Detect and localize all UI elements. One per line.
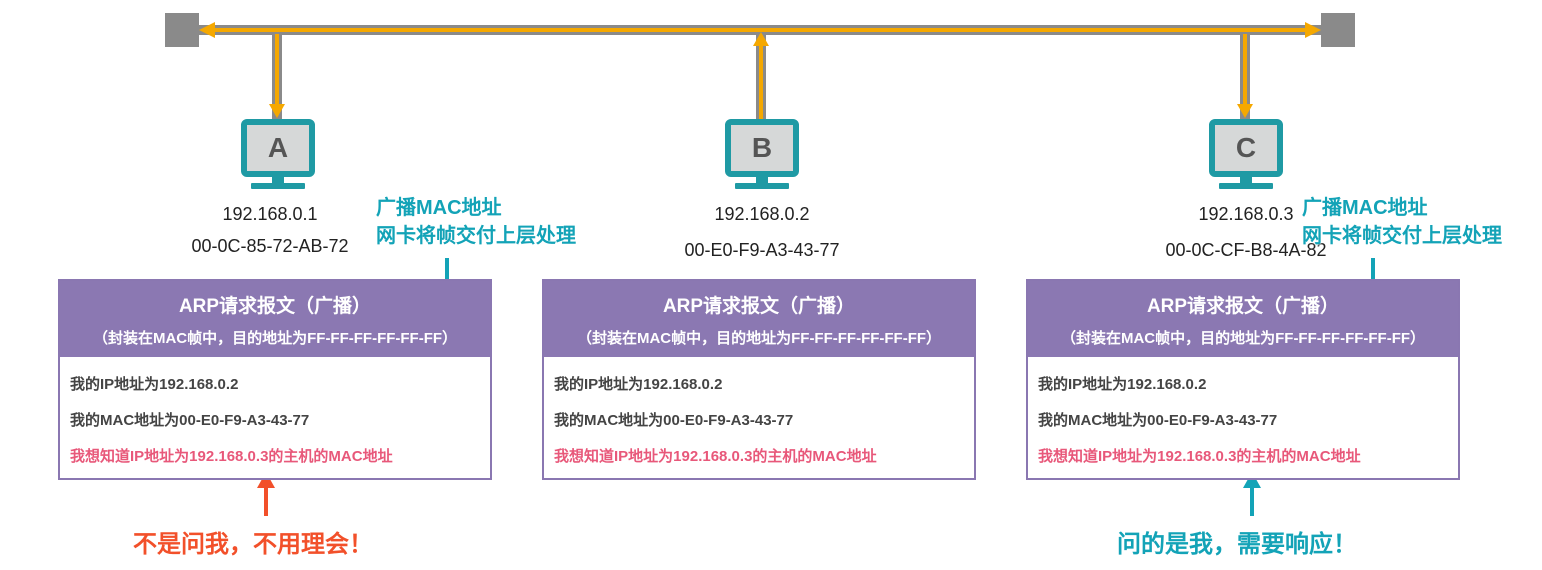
arp-packet-header: ARP请求报文（广播） （封装在MAC帧中，目的地址为FF-FF-FF-FF-F… (60, 281, 490, 357)
arp-packet-subtitle: （封装在MAC帧中，目的地址为FF-FF-FF-FF-FF-FF） (1060, 330, 1426, 347)
monitor-neck (1240, 177, 1252, 183)
monitor-base (1219, 183, 1273, 189)
arp-sender-ip: 我的IP地址为192.168.0.2 (554, 376, 723, 393)
host-a-ip: 192.168.0.1 (222, 204, 318, 224)
arp-request-packet-b: ARP请求报文（广播） （封装在MAC帧中，目的地址为FF-FF-FF-FF-F… (542, 279, 976, 480)
respond-arrow-head (1243, 472, 1261, 488)
host-c-letter: C (1235, 132, 1257, 163)
arp-sender-mac: 我的MAC地址为00-E0-F9-A3-43-77 (70, 412, 310, 429)
host-c-ip: 192.168.0.3 (1198, 204, 1294, 224)
arp-packet-title: ARP请求报文（广播） (662, 296, 856, 317)
monitor-icon (241, 119, 315, 177)
signal-arrow-right (1305, 22, 1321, 38)
callout-line-2: 网卡将帧交付上层处理 (1302, 225, 1502, 247)
its-me-respond-note: 问的是我，需要响应！ (1117, 531, 1357, 558)
monitor-neck (272, 177, 284, 183)
signal-arrow-down-a (269, 104, 285, 118)
bus-terminator-right (1321, 13, 1355, 47)
callout-line-1: 广播MAC地址 (376, 197, 502, 219)
monitor-icon (1209, 119, 1283, 177)
arp-target-query: 我想知道IP地址为192.168.0.3的主机的MAC地址 (1038, 448, 1361, 465)
signal-arrow-up-b (753, 32, 769, 46)
arp-packet-subtitle: （封装在MAC帧中，目的地址为FF-FF-FF-FF-FF-FF） (92, 330, 458, 347)
signal-arrow-left (199, 22, 215, 38)
arp-target-query: 我想知道IP地址为192.168.0.3的主机的MAC地址 (70, 448, 393, 465)
arp-request-packet-a: ARP请求报文（广播） （封装在MAC帧中，目的地址为FF-FF-FF-FF-F… (58, 279, 492, 480)
ignore-arrow-head (257, 472, 275, 488)
arp-sender-mac: 我的MAC地址为00-E0-F9-A3-43-77 (554, 412, 794, 429)
monitor-base (251, 183, 305, 189)
host-b-ip: 192.168.0.2 (714, 204, 810, 224)
broadcast-callout-c: 广播MAC地址 网卡将帧交付上层处理 (1302, 194, 1502, 250)
arp-target-query: 我想知道IP地址为192.168.0.3的主机的MAC地址 (554, 448, 877, 465)
signal-arrow-down-c (1237, 104, 1253, 118)
monitor-neck (756, 177, 768, 183)
arp-sender-ip: 我的IP地址为192.168.0.2 (1038, 376, 1207, 393)
callout-line-2: 网卡将帧交付上层处理 (376, 225, 576, 247)
arp-sender-ip: 我的IP地址为192.168.0.2 (70, 376, 239, 393)
monitor-base (735, 183, 789, 189)
host-a-mac: 00-0C-85-72-AB-72 (191, 236, 349, 256)
host-b-letter: B (751, 132, 773, 163)
arp-packet-title: ARP请求报文（广播） (178, 296, 372, 317)
callout-line-1: 广播MAC地址 (1302, 197, 1428, 219)
monitor-icon (725, 119, 799, 177)
bus-terminator-left (165, 13, 199, 47)
arp-packet-subtitle: （封装在MAC帧中，目的地址为FF-FF-FF-FF-FF-FF） (576, 330, 942, 347)
arp-packet-header: ARP请求报文（广播） （封装在MAC帧中，目的地址为FF-FF-FF-FF-F… (1028, 281, 1458, 357)
host-b-mac: 00-E0-F9-A3-43-77 (684, 240, 840, 260)
broadcast-callout-a: 广播MAC地址 网卡将帧交付上层处理 (376, 194, 576, 250)
host-a-letter: A (267, 132, 289, 163)
arp-packet-title: ARP请求报文（广播） (1146, 296, 1340, 317)
not-me-ignore-note: 不是问我，不用理会！ (133, 531, 373, 558)
host-c-mac: 00-0C-CF-B8-4A-82 (1165, 240, 1327, 260)
arp-packet-header: ARP请求报文（广播） （封装在MAC帧中，目的地址为FF-FF-FF-FF-F… (544, 281, 974, 357)
arp-sender-mac: 我的MAC地址为00-E0-F9-A3-43-77 (1038, 412, 1278, 429)
arp-request-packet-c: ARP请求报文（广播） （封装在MAC帧中，目的地址为FF-FF-FF-FF-F… (1026, 279, 1460, 480)
